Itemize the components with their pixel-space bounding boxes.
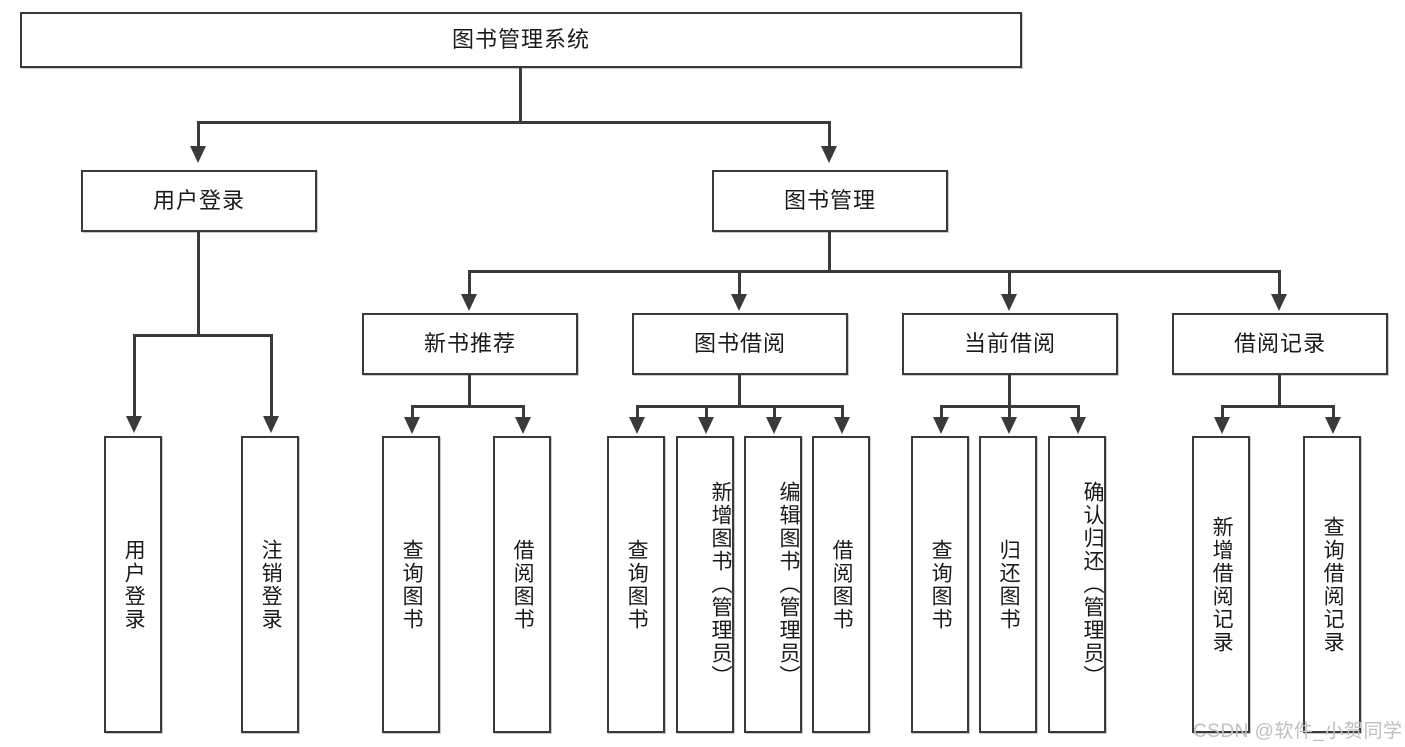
arrowhead-borrow-record [1271, 294, 1287, 311]
connector-book-borrow-leaf2 [705, 405, 708, 419]
node-root-system[interactable]: 图书管理系统 [20, 12, 1022, 68]
arrowhead-leaf-query-book-a [404, 417, 420, 434]
leaf-label: 查询图书 [929, 538, 953, 631]
node-label: 用户登录 [152, 187, 245, 213]
arrowhead-leaf-logout [263, 416, 279, 433]
leaf-label: 查询图书 [400, 538, 424, 631]
node-label: 图书管理 [783, 187, 876, 213]
leaf-label: 归还图书 [997, 538, 1021, 631]
connector-borrow-record-leaf2 [1332, 405, 1335, 419]
leaf-label: 查询借阅记录 [1321, 515, 1345, 654]
arrowhead-leaf-return-book [1001, 417, 1017, 434]
connector-root-stem [519, 68, 522, 123]
arrowhead-leaf-add-book [698, 417, 714, 434]
leaf-label: 新增图书（管理员） [709, 481, 732, 688]
connector-level1-bus [197, 121, 831, 124]
connector-current-borrow-leaf3 [1077, 405, 1080, 419]
node-current-borrow[interactable]: 当前借阅 [902, 313, 1118, 375]
arrowhead-leaf-query-book-b [629, 417, 645, 434]
arrowhead-book-manage [821, 146, 837, 163]
csdn-watermark: CSDN @软件_小贺同学 [1193, 721, 1403, 742]
connector-book-borrow-bus [636, 405, 844, 408]
leaf-logout[interactable]: 注销登录 [241, 436, 299, 733]
leaf-label: 确认归还（管理员） [1081, 481, 1104, 688]
connector-book-borrow-stem [738, 375, 741, 407]
connector-level2-bus [468, 270, 1280, 273]
arrowhead-current-borrow [1001, 294, 1017, 311]
connector-new-book-bus [411, 405, 525, 408]
leaf-borrow-book[interactable]: 借阅图书 [812, 436, 870, 733]
arrowhead-user-login [190, 146, 206, 163]
arrowhead-leaf-confirm-return [1070, 417, 1086, 434]
connector-new-book-leaf1 [411, 405, 414, 419]
connector-to-book-manage [828, 121, 831, 146]
leaf-label: 编辑图书（管理员） [777, 481, 800, 688]
leaf-user-login[interactable]: 用户登录 [104, 436, 162, 733]
node-label: 借阅记录 [1233, 330, 1326, 356]
arrowhead-book-borrow [731, 294, 747, 311]
leaf-return-book[interactable]: 归还图书 [979, 436, 1037, 733]
arrowhead-leaf-query-record [1325, 417, 1341, 434]
leaf-query-book-recommend[interactable]: 查询图书 [382, 436, 440, 733]
leaf-label: 注销登录 [259, 538, 283, 631]
connector-book-borrow-leaf4 [841, 405, 844, 419]
node-book-borrow[interactable]: 图书借阅 [632, 313, 848, 375]
leaf-label: 查询图书 [625, 538, 649, 631]
connector-new-book-leaf2 [522, 405, 525, 419]
node-label: 当前借阅 [963, 330, 1056, 356]
connector-book-manage-stem [828, 232, 831, 272]
arrowhead-new-book [461, 294, 477, 311]
leaf-confirm-return[interactable]: 确认归还（管理员） [1048, 436, 1106, 733]
connector-user-login-leaf2 [270, 334, 273, 418]
connector-to-new-book [468, 270, 471, 296]
connector-book-borrow-leaf1 [636, 405, 639, 419]
connector-current-borrow-stem [1008, 375, 1011, 407]
node-label: 图书管理系统 [451, 26, 590, 52]
connector-to-user-login [197, 121, 200, 146]
arrowhead-leaf-query-book-c [933, 417, 949, 434]
leaf-label: 借阅图书 [830, 538, 854, 631]
connector-to-borrow-record [1278, 270, 1281, 296]
leaf-label: 借阅图书 [511, 538, 535, 631]
leaf-query-borrow-record[interactable]: 查询借阅记录 [1303, 436, 1361, 733]
node-book-manage[interactable]: 图书管理 [712, 170, 948, 232]
node-label: 图书借阅 [693, 330, 786, 356]
connector-book-borrow-leaf3 [773, 405, 776, 419]
arrowhead-leaf-add-record [1214, 417, 1230, 434]
connector-to-current-borrow [1008, 270, 1011, 296]
arrowhead-leaf-edit-book [766, 417, 782, 434]
node-user-login[interactable]: 用户登录 [81, 170, 317, 232]
connector-user-login-bus [133, 334, 273, 337]
connector-borrow-record-leaf1 [1221, 405, 1224, 419]
connector-current-borrow-leaf1 [940, 405, 943, 419]
node-label: 新书推荐 [423, 330, 516, 356]
node-borrow-record[interactable]: 借阅记录 [1172, 313, 1388, 375]
arrowhead-leaf-user-login [126, 416, 142, 433]
connector-borrow-record-bus [1221, 405, 1335, 408]
connector-current-borrow-leaf2 [1008, 405, 1011, 419]
connector-new-book-stem [468, 375, 471, 407]
leaf-query-book-current[interactable]: 查询图书 [911, 436, 969, 733]
connector-to-book-borrow [738, 270, 741, 296]
arrowhead-leaf-borrow-book-b [834, 417, 850, 434]
leaf-query-book-borrow[interactable]: 查询图书 [607, 436, 665, 733]
connector-user-login-stem [197, 232, 200, 336]
node-new-book-recommend[interactable]: 新书推荐 [362, 313, 578, 375]
leaf-add-borrow-record[interactable]: 新增借阅记录 [1192, 436, 1250, 733]
leaf-label: 用户登录 [122, 538, 146, 631]
leaf-borrow-book-recommend[interactable]: 借阅图书 [493, 436, 551, 733]
connector-borrow-record-stem [1278, 375, 1281, 407]
leaf-add-book[interactable]: 新增图书（管理员） [676, 436, 734, 733]
arrowhead-leaf-borrow-book-a [515, 417, 531, 434]
connector-user-login-leaf1 [133, 334, 136, 418]
leaf-label: 新增借阅记录 [1210, 515, 1234, 654]
leaf-edit-book[interactable]: 编辑图书（管理员） [744, 436, 802, 733]
